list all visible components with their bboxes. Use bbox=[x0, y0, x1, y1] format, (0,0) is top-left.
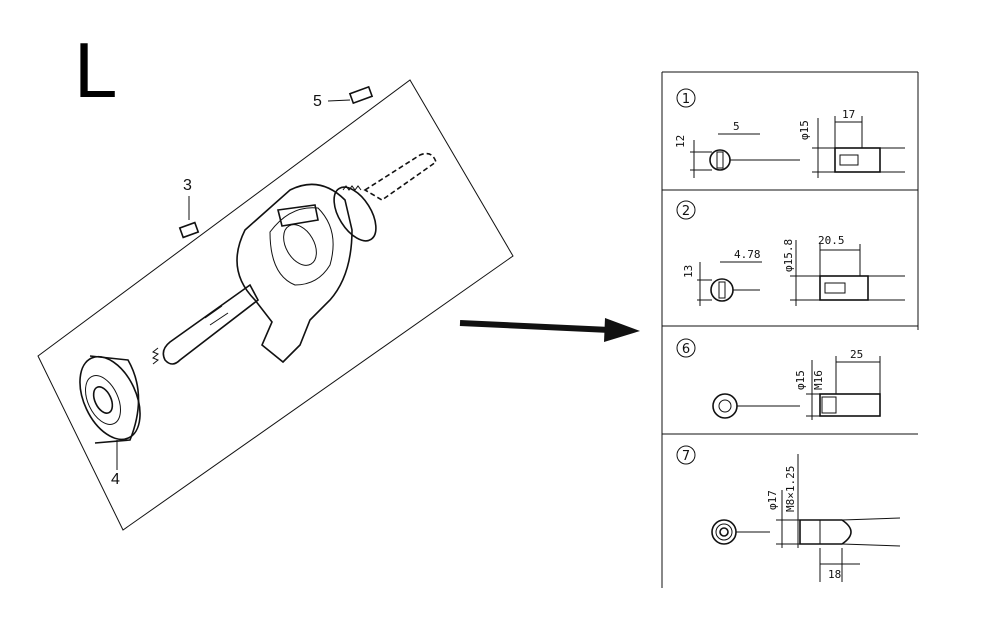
detail-6-diameter: φ15 bbox=[794, 370, 807, 390]
detail-7-length: 18 bbox=[828, 568, 841, 581]
detail-1-height: 12 bbox=[674, 135, 687, 148]
detail-1-index: 1 bbox=[682, 92, 690, 107]
callout-5-key: 5 bbox=[313, 93, 322, 110]
part-3-key bbox=[178, 196, 200, 239]
detail-6: 6 φ15 M16 25 bbox=[676, 338, 881, 420]
crankshaft bbox=[152, 152, 437, 365]
detail-6-index: 6 bbox=[682, 342, 690, 357]
detail-6-inner: M16 bbox=[812, 370, 825, 390]
detail-1-diameter: φ15 bbox=[798, 120, 811, 140]
detail-1-length: 17 bbox=[842, 108, 855, 121]
detail-7-thread: M8×1.25 bbox=[784, 466, 797, 512]
detail-7-diameter: φ17 bbox=[766, 490, 779, 510]
detail-2-index: 2 bbox=[682, 204, 690, 219]
detail-6-length: 25 bbox=[850, 348, 863, 361]
callout-4-bearing: 4 bbox=[111, 471, 120, 488]
callout-3-key: 3 bbox=[183, 177, 192, 194]
detail-panel-frame bbox=[661, 71, 919, 588]
section-letter: L bbox=[74, 26, 118, 114]
detail-2-diameter: φ15.8 bbox=[782, 239, 795, 272]
part-4-bearing bbox=[79, 355, 141, 470]
detail-1: 1 12 5 φ15 17 bbox=[674, 88, 905, 178]
part-5-key bbox=[327, 85, 374, 105]
detail-2-height: 13 bbox=[682, 265, 695, 278]
detail-2-offset: 4.78 bbox=[734, 248, 761, 261]
detail-1-offset: 5 bbox=[733, 120, 740, 133]
detail-2-length: 20.5 bbox=[818, 234, 845, 247]
reference-arrow bbox=[459, 318, 640, 342]
detail-7: 7 φ17 M8×1.25 18 bbox=[676, 445, 901, 582]
detail-2: 2 13 4.78 φ15.8 20.5 bbox=[676, 200, 905, 306]
detail-7-index: 7 bbox=[682, 449, 690, 464]
exploded-view-frame bbox=[37, 79, 514, 531]
